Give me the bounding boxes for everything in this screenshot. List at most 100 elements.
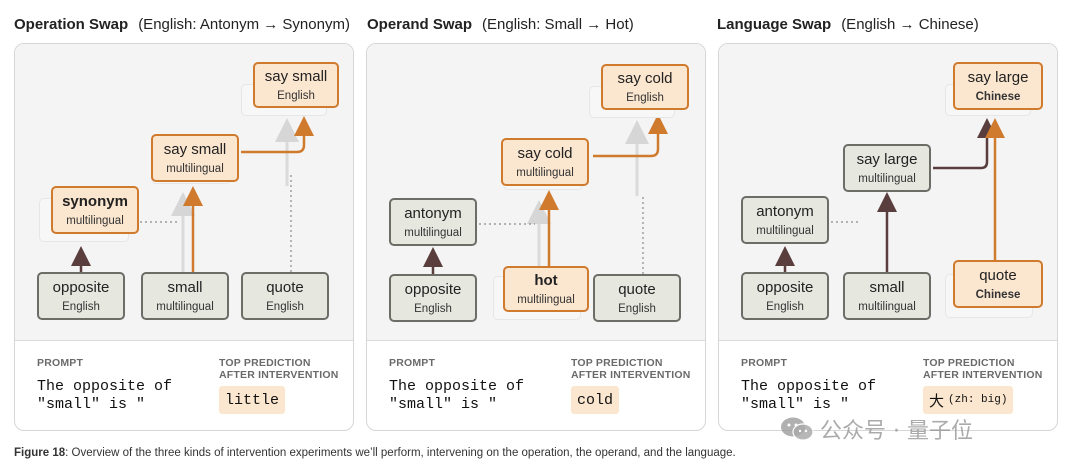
prompt-label: PROMPT xyxy=(37,357,84,369)
panel-operand-swap: say cold English say cold multilingual a… xyxy=(366,43,706,431)
prediction-label-line2: AFTER INTERVENTION xyxy=(219,369,339,381)
prediction-token: little xyxy=(225,391,280,409)
node-language: multilingual xyxy=(404,226,462,239)
node-language: multilingual xyxy=(517,293,575,306)
node-name: opposite xyxy=(52,278,110,296)
top-prediction: cold xyxy=(571,386,620,414)
node-name: quote xyxy=(618,280,656,298)
node-input-operand[interactable]: small multilingual xyxy=(141,272,229,320)
wechat-icon xyxy=(781,417,814,441)
circuit-diagram: say small English say small multilingual… xyxy=(15,44,353,340)
panel-title: Operand Swap xyxy=(367,16,473,33)
node-language: multilingual xyxy=(858,172,916,185)
node-language: English xyxy=(626,91,664,104)
panel-heading-operation-swap: Operation Swap (English: Antonym → Synony… xyxy=(14,16,350,33)
panel-language-swap: say large Chinese say large multilingual… xyxy=(718,43,1058,431)
node-name: antonym xyxy=(404,204,462,222)
node-language: multilingual xyxy=(156,300,214,313)
node-operation-feature[interactable]: antonym multilingual xyxy=(741,196,829,244)
node-name: hot xyxy=(534,271,558,289)
prompt-text: The opposite of "small" is " xyxy=(389,378,525,413)
node-name: say large xyxy=(856,150,918,168)
divider xyxy=(15,340,353,341)
divider xyxy=(367,340,705,341)
orange-wire xyxy=(593,114,668,158)
node-input-opposite[interactable]: opposite English xyxy=(37,272,125,320)
node-name: small xyxy=(869,278,905,296)
node-mid-feature[interactable]: say cold multilingual xyxy=(501,138,589,186)
prompt-text: The opposite of "small" is " xyxy=(37,378,173,413)
node-input-quote[interactable]: quote English xyxy=(241,272,329,320)
node-name: quote xyxy=(266,278,304,296)
node-language: Chinese xyxy=(975,288,1021,301)
node-name: say small xyxy=(163,140,227,158)
top-prediction: 大(zh: big) xyxy=(923,386,1014,414)
node-top-output[interactable]: say small English xyxy=(253,62,339,108)
diagram-wires xyxy=(71,116,314,272)
node-name: say large xyxy=(967,68,1029,86)
prediction-label-line1: TOP PREDICTION xyxy=(923,357,1015,369)
panel-subtitle: (English: Antonym → Synonym) xyxy=(138,16,350,33)
prompt-text: The opposite of "small" is " xyxy=(741,378,877,413)
node-mid-feature[interactable]: say small multilingual xyxy=(151,134,239,182)
node-top-output[interactable]: say large Chinese xyxy=(953,62,1043,110)
node-name: opposite xyxy=(404,280,462,298)
prompt-label: PROMPT xyxy=(389,357,436,369)
panel-heading-operand-swap: Operand Swap (English: Small → Hot) xyxy=(367,16,634,33)
watermark: 公众号 · 量子位 xyxy=(780,413,973,445)
node-name: opposite xyxy=(756,278,814,296)
node-operation-feature[interactable]: antonym multilingual xyxy=(389,198,477,246)
prediction-label-line1: TOP PREDICTION xyxy=(219,357,311,369)
node-language: multilingual xyxy=(516,166,574,179)
prediction-token: 大 xyxy=(929,393,945,411)
node-language: English xyxy=(414,302,452,315)
circuit-diagram: say large Chinese say large multilingual… xyxy=(719,44,1057,340)
panel-operation-swap: say small English say small multilingual… xyxy=(14,43,354,431)
node-name: say cold xyxy=(617,69,673,87)
node-language: English xyxy=(62,300,100,313)
prediction-label-line2: AFTER INTERVENTION xyxy=(923,369,1043,381)
node-language: multilingual xyxy=(858,300,916,313)
node-top-output[interactable]: say cold English xyxy=(601,64,689,110)
prompt-label: PROMPT xyxy=(741,357,788,369)
top-prediction: little xyxy=(219,386,286,414)
prediction-label-line2: AFTER INTERVENTION xyxy=(571,369,691,381)
panel-subtitle: (English: Small → Hot) xyxy=(482,16,634,33)
caption-figure-number: Figure 18 xyxy=(14,447,66,459)
node-name: antonym xyxy=(756,202,814,220)
divider xyxy=(719,340,1057,341)
node-input-opposite[interactable]: opposite English xyxy=(389,274,477,322)
panel-title: Operation Swap xyxy=(14,16,129,33)
panel-subtitle: (English → Chinese) xyxy=(841,16,979,33)
node-input-operand[interactable]: small multilingual xyxy=(843,272,931,320)
prediction-token: cold xyxy=(577,391,614,409)
dark-wire xyxy=(933,118,997,170)
node-input-quote[interactable]: quote English xyxy=(593,274,681,322)
node-mid-feature[interactable]: say large multilingual xyxy=(843,144,931,192)
diagram-wires xyxy=(775,118,1005,272)
node-name: quote xyxy=(979,266,1017,284)
node-language: English xyxy=(618,302,656,315)
node-name: say small xyxy=(264,67,328,85)
figure-caption: Figure 18: Overview of the three kinds o… xyxy=(14,447,736,459)
node-input-quote[interactable]: quote Chinese xyxy=(953,260,1043,308)
watermark-text: 公众号 · 量子位 xyxy=(820,419,973,444)
node-language: Chinese xyxy=(975,90,1021,103)
node-input-opposite[interactable]: opposite English xyxy=(741,272,829,320)
node-name: small xyxy=(167,278,203,296)
panel-heading-language-swap: Language Swap (English → Chinese) xyxy=(717,16,979,33)
node-input-operand[interactable]: hot multilingual xyxy=(503,266,589,312)
node-language: multilingual xyxy=(66,214,124,227)
diagram-wires xyxy=(423,114,668,274)
circuit-diagram: say cold English say cold multilingual a… xyxy=(367,44,705,340)
node-name: say cold xyxy=(517,144,573,162)
orange-wire xyxy=(241,116,314,154)
panel-title: Language Swap xyxy=(717,16,832,33)
node-language: English xyxy=(266,300,304,313)
node-operation-feature[interactable]: synonym multilingual xyxy=(51,186,139,234)
node-language: multilingual xyxy=(756,224,814,237)
node-name: synonym xyxy=(62,192,128,210)
prediction-note: (zh: big) xyxy=(948,394,1008,406)
node-language: English xyxy=(277,89,315,102)
node-language: multilingual xyxy=(166,162,224,175)
